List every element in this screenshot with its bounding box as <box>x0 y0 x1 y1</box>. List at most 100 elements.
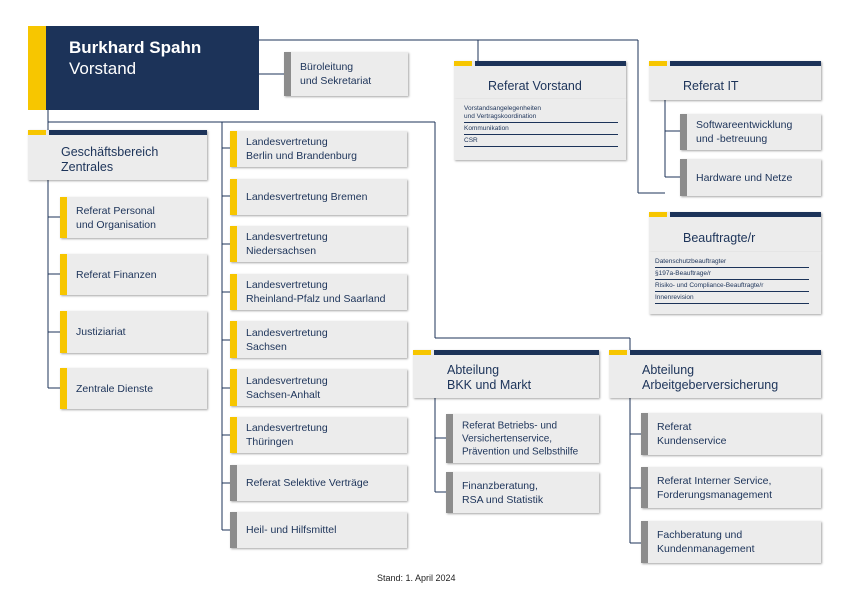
it-child-label: Hardware und Netze <box>696 171 793 184</box>
bkk-child-label: Finanzberatung, RSA und Statistik <box>462 479 544 506</box>
box-accent <box>680 114 687 150</box>
list-item: §197a-Beauftrage/r <box>655 268 809 280</box>
header-accent-yellow <box>28 130 46 135</box>
box-accent <box>230 465 237 501</box>
landesvertretung-label: Landesvertretung Sachsen <box>246 326 328 353</box>
assistant-box[interactable]: Büroleitung und Sekretariat <box>284 52 408 96</box>
referat-it-box[interactable]: Referat IT <box>649 61 821 100</box>
heil-hilfsmittel-box[interactable]: Heil- und Hilfsmittel <box>230 512 407 548</box>
bkk-child-label: Referat Betriebs- und Versichertenservic… <box>462 420 579 457</box>
ag-child-label: Fachberatung und Kundenmanagement <box>657 529 755 555</box>
gb-child-label: Zentrale Dienste <box>76 382 154 395</box>
box-accent <box>680 159 687 196</box>
landesvertretung-box[interactable]: Landesvertretung Sachsen-Anhalt <box>230 369 407 406</box>
gb-child-label: Justiziariat <box>76 326 126 338</box>
landesvertretung-box[interactable]: Landesvertretung Rheinland-Pfalz und Saa… <box>230 274 407 310</box>
box-accent <box>230 179 237 215</box>
list-item: Vorstandsangelegenheiten und Vertragskoo… <box>464 103 618 123</box>
landesvertretung-label: Landesvertretung Sachsen-Anhalt <box>246 374 328 401</box>
gb-child-label: Referat Finanzen <box>76 268 157 281</box>
box-accent <box>446 414 453 463</box>
landesvertretung-box[interactable]: Landesvertretung Sachsen <box>230 321 407 358</box>
beauftragte-box[interactable]: Beauftragte/r <box>649 212 821 252</box>
abteilung-bkk-title: Abteilung BKK und Markt <box>447 363 532 392</box>
referat-vorstand-box[interactable]: Referat Vorstand <box>454 61 626 99</box>
ag-child-box[interactable]: Referat Interner Service, Forderungsmana… <box>641 467 821 508</box>
list-item: Risiko- und Compliance-Beauftragte/r <box>655 280 809 292</box>
referat-selektive-vertraege-label: Referat Selektive Verträge <box>246 477 369 489</box>
box-accent <box>230 321 237 358</box>
landesvertretung-label: Landesvertretung Bremen <box>246 191 368 203</box>
landesvertretung-label: Landesvertretung Rheinland-Pfalz und Saa… <box>246 279 386 305</box>
box-accent <box>230 226 237 262</box>
gb-child-box[interactable]: Referat Personal und Organisation <box>60 197 207 238</box>
header-accent-navy <box>49 130 207 135</box>
box-accent <box>60 368 67 409</box>
header-accent-navy <box>475 61 626 66</box>
beauftragte-list: Datenschutzbeauftragter §197a-Beauftrage… <box>649 252 821 314</box>
ag-child-box[interactable]: Referat Kundenservice <box>641 413 821 455</box>
ceo-name: Burkhard Spahn <box>69 38 202 57</box>
bkk-child-box[interactable]: Finanzberatung, RSA und Statistik <box>446 472 599 513</box>
abteilung-bkk-box[interactable]: Abteilung BKK und Markt <box>413 350 599 398</box>
box-accent <box>230 417 237 453</box>
referat-it-title: Referat IT <box>683 79 739 93</box>
box-accent <box>446 472 453 513</box>
it-child-box[interactable]: Hardware und Netze <box>680 159 821 196</box>
box-accent <box>60 311 67 353</box>
landesvertretung-label: Landesvertretung Thüringen <box>246 422 328 448</box>
header-accent-yellow <box>609 350 627 355</box>
header-accent-navy <box>630 350 821 355</box>
referat-selektive-vertraege-box[interactable]: Referat Selektive Verträge <box>230 465 407 501</box>
header-accent-navy <box>434 350 599 355</box>
box-accent <box>60 197 67 238</box>
box-accent <box>284 52 291 96</box>
ceo-accent <box>28 26 46 110</box>
geschaeftsbereich-box[interactable]: Geschäftsbereich Zentrales <box>28 130 207 180</box>
box-accent <box>230 512 237 548</box>
gb-child-box[interactable]: Referat Finanzen <box>60 254 207 295</box>
ag-child-box[interactable]: Fachberatung und Kundenmanagement <box>641 521 821 563</box>
box-accent <box>641 467 648 508</box>
heil-hilfsmittel-label: Heil- und Hilfsmittel <box>246 524 337 536</box>
gb-child-box[interactable]: Zentrale Dienste <box>60 368 207 409</box>
referat-vorstand-title: Referat Vorstand <box>488 79 582 93</box>
header-accent-navy <box>670 212 821 217</box>
list-item: Datenschutzbeauftragter <box>655 256 809 268</box>
header-accent-yellow <box>649 61 667 66</box>
gb-child-label: Referat Personal und Organisation <box>76 204 156 231</box>
header-accent-yellow <box>649 212 667 217</box>
landesvertretung-box[interactable]: Landesvertretung Bremen <box>230 179 407 215</box>
referat-vorstand-list: Vorstandsangelegenheiten und Vertragskoo… <box>454 99 626 160</box>
ceo-box[interactable]: Burkhard Spahn Vorstand <box>28 26 259 110</box>
landesvertretung-label: Landesvertretung Berlin und Brandenburg <box>246 136 357 162</box>
gb-child-box[interactable]: Justiziariat <box>60 311 207 353</box>
abteilung-ag-box[interactable]: Abteilung Arbeitgeberversicherung <box>609 350 821 398</box>
it-child-box[interactable]: Softwareentwicklung und -betreuung <box>680 114 821 150</box>
box-accent <box>230 369 237 406</box>
landesvertretung-box[interactable]: Landesvertretung Thüringen <box>230 417 407 453</box>
header-accent-navy <box>670 61 821 66</box>
header-accent-yellow <box>454 61 472 66</box>
geschaeftsbereich-title: Geschäftsbereich Zentrales <box>61 145 159 174</box>
box-accent <box>230 131 237 167</box>
ag-child-label: Referat Kundenservice <box>657 421 727 447</box>
landesvertretung-label: Landesvertretung Niedersachsen <box>246 231 328 257</box>
ceo-role: Vorstand <box>69 59 137 78</box>
box-accent <box>641 413 648 455</box>
box-accent <box>641 521 648 563</box>
landesvertretung-box[interactable]: Landesvertretung Niedersachsen <box>230 226 407 262</box>
header-accent-yellow <box>413 350 431 355</box>
list-item: Innenrevision <box>655 292 809 304</box>
footer-date: Stand: 1. April 2024 <box>377 573 456 583</box>
assistant-label: Büroleitung und Sekretariat <box>300 61 372 87</box>
box-accent <box>60 254 67 295</box>
list-item: Kommunikation <box>464 123 618 135</box>
landesvertretung-box[interactable]: Landesvertretung Berlin und Brandenburg <box>230 131 407 167</box>
beauftragte-title: Beauftragte/r <box>683 231 756 245</box>
list-item: CSR <box>464 135 618 147</box>
bkk-child-box[interactable]: Referat Betriebs- und Versichertenservic… <box>446 414 599 463</box>
box-accent <box>230 274 237 310</box>
it-child-label: Softwareentwicklung und -betreuung <box>696 119 793 145</box>
